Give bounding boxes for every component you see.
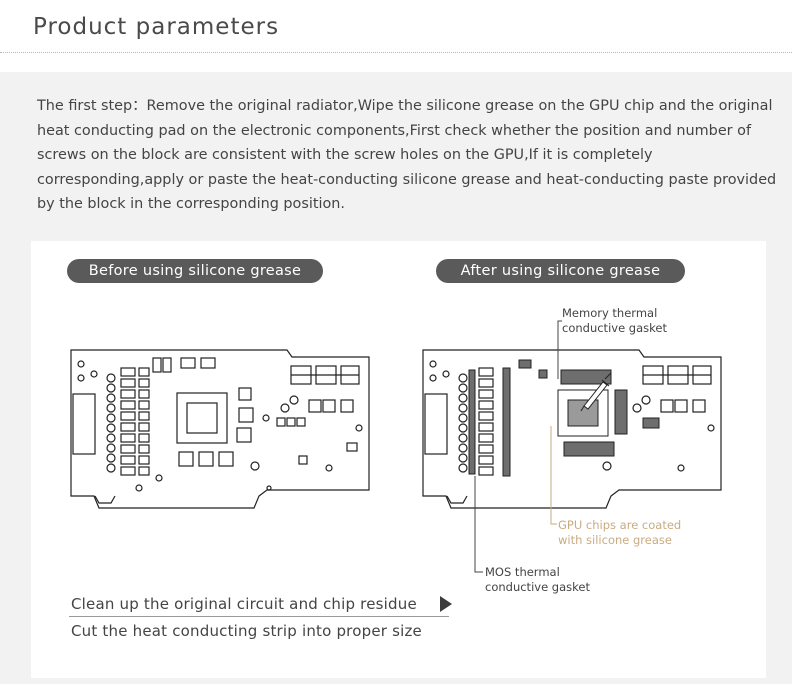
gpu-die [176, 392, 228, 444]
page-title: Product parameters [33, 14, 280, 40]
step-cut-text: Cut the heat conducting strip into prope… [71, 622, 422, 640]
mos-callout-line2: conductive gasket [485, 579, 590, 594]
memory-thermal-pad-2 [614, 389, 628, 435]
comparison-panel: Before using silicone grease After using… [31, 241, 766, 678]
gpu-callout-line1: GPU chips are coated [558, 518, 682, 532]
board-after-diagram [422, 349, 722, 509]
memory-chip [178, 451, 194, 467]
mos-callout-line1: MOS thermal [485, 565, 560, 579]
pcb-notch [446, 495, 468, 504]
syringe-icon [580, 372, 612, 412]
vrm-caps [106, 373, 116, 473]
gpu-callout-line2: with silicone grease [558, 532, 672, 547]
intro-paragraph: The first step：Remove the original radia… [37, 98, 777, 212]
memory-callout-line2: conductive gasket [562, 320, 667, 335]
mos-thermal-pad [502, 367, 511, 477]
memory-callout: Memory thermal conductive gasket [562, 306, 667, 335]
step-clean-text: Clean up the original circuit and chip r… [71, 595, 417, 613]
callout-leaders [474, 320, 562, 573]
gpu-callout: GPU chips are coated with silicone greas… [558, 518, 681, 547]
before-label: Before using silicone grease [67, 259, 323, 283]
pcb-outline [422, 349, 722, 509]
vrm-caps [458, 373, 468, 473]
after-label: After using silicone grease [436, 259, 685, 283]
memory-thermal-pad [560, 369, 612, 385]
gpu-die [557, 389, 609, 437]
memory-thermal-pad-3 [563, 441, 615, 457]
mos-callout: MOS thermal conductive gasket [485, 565, 590, 594]
header: Product parameters [0, 0, 792, 53]
step-divider [69, 616, 449, 617]
board-before-diagram [70, 349, 370, 509]
pcb-notch [94, 495, 116, 504]
pcb-outline [70, 349, 370, 509]
vrm-chokes [478, 367, 494, 476]
vrm-chokes [120, 357, 172, 476]
memory-callout-line1: Memory thermal [562, 306, 658, 320]
play-arrow-icon [440, 596, 452, 612]
mos-thermal-pad-2 [468, 369, 476, 475]
